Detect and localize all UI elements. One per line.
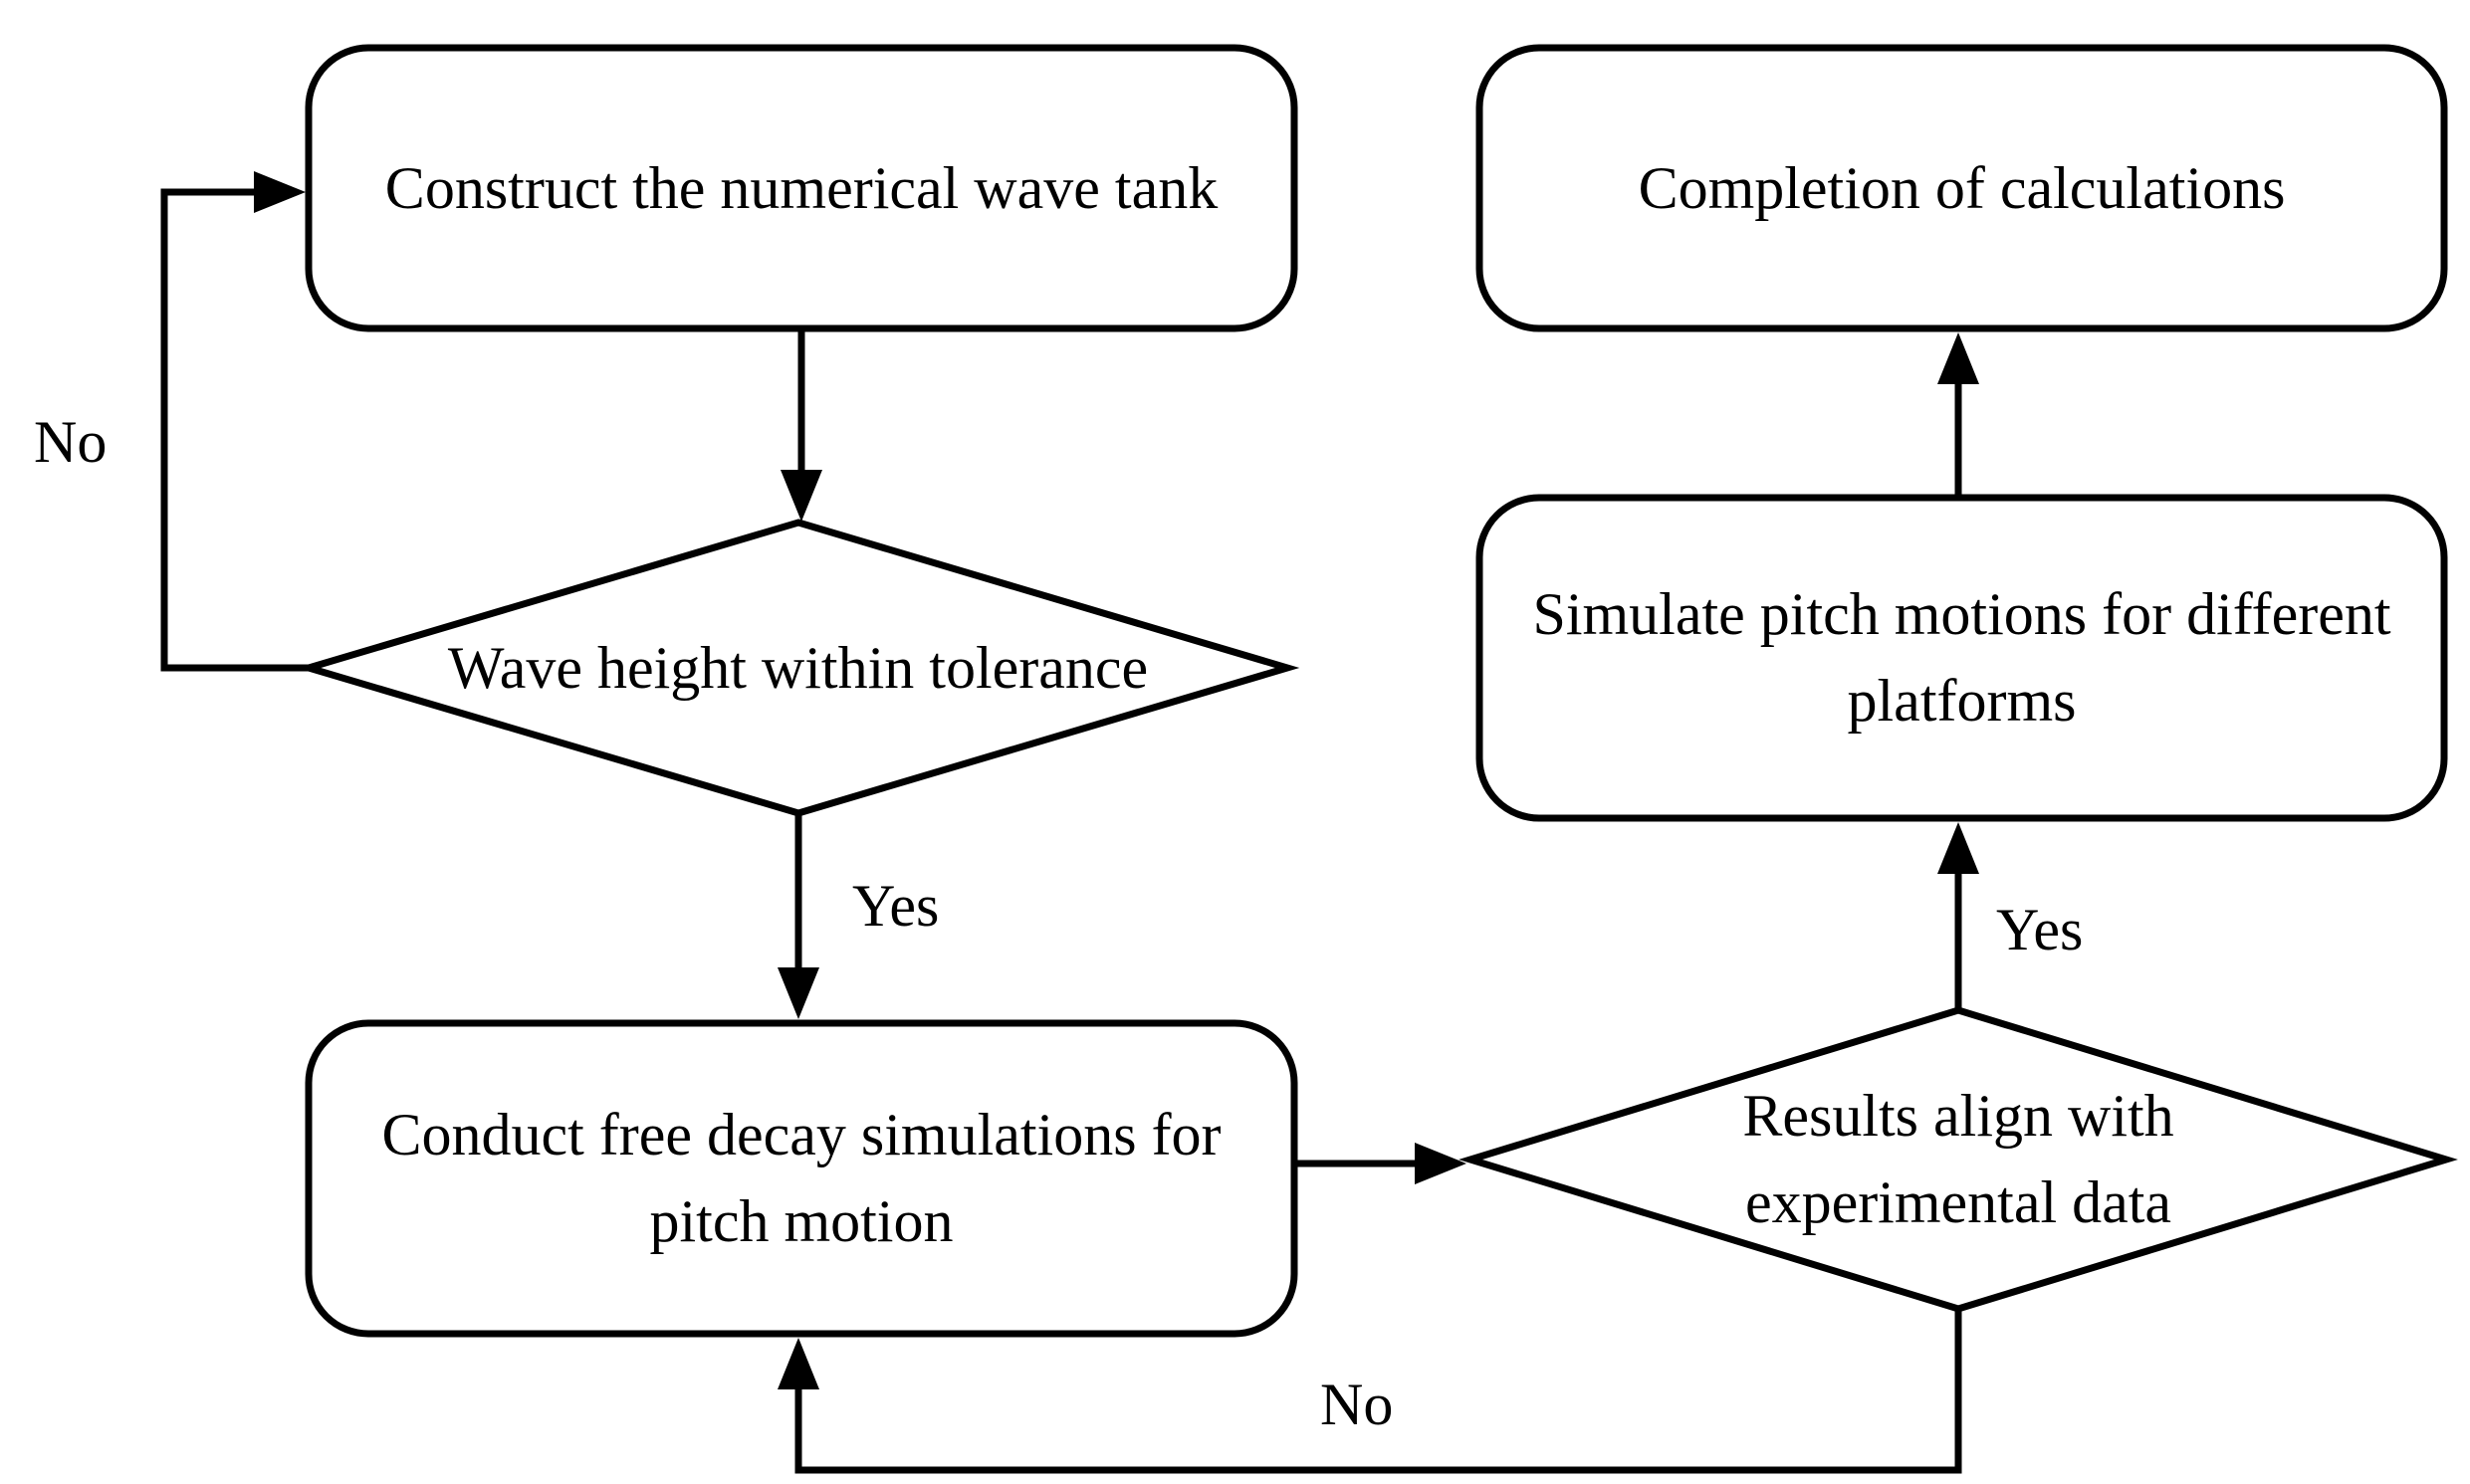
arrowhead-up-icon xyxy=(778,1338,819,1389)
wave-height-diamond xyxy=(296,519,1300,817)
arrowhead-down-icon xyxy=(781,470,822,522)
arrowhead-up-icon xyxy=(1937,332,1979,384)
arrowhead-down-icon xyxy=(778,967,819,1019)
free-decay-box xyxy=(305,1019,1298,1338)
branch-label-no-left: No xyxy=(34,409,108,475)
construct-wave-tank-box xyxy=(305,44,1298,332)
branch-label-no-bottom: No xyxy=(1320,1372,1394,1437)
arrowhead-right-icon xyxy=(254,171,306,213)
edge-results-no-loop xyxy=(794,1309,1962,1474)
simulate-pitch-box xyxy=(1475,494,2448,822)
branch-label-yes-left: Yes xyxy=(852,873,940,939)
results-align-diamond xyxy=(1459,1006,2458,1313)
completion-box xyxy=(1475,44,2448,332)
edge-wave-height-no-loop xyxy=(160,188,309,672)
branch-label-yes-right: Yes xyxy=(1996,897,2084,962)
arrowhead-up-icon xyxy=(1937,822,1979,874)
arrowhead-right-icon xyxy=(1415,1143,1466,1184)
